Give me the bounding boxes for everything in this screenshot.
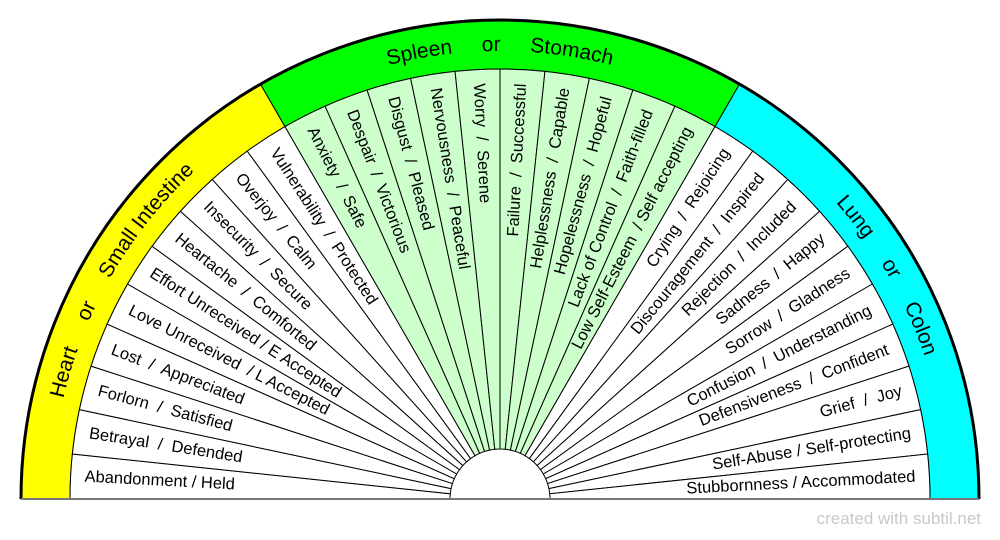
outer-rim: [19, 18, 981, 500]
credit-text: created with subtil.net: [816, 509, 981, 528]
segment-ring: [21, 68, 979, 500]
